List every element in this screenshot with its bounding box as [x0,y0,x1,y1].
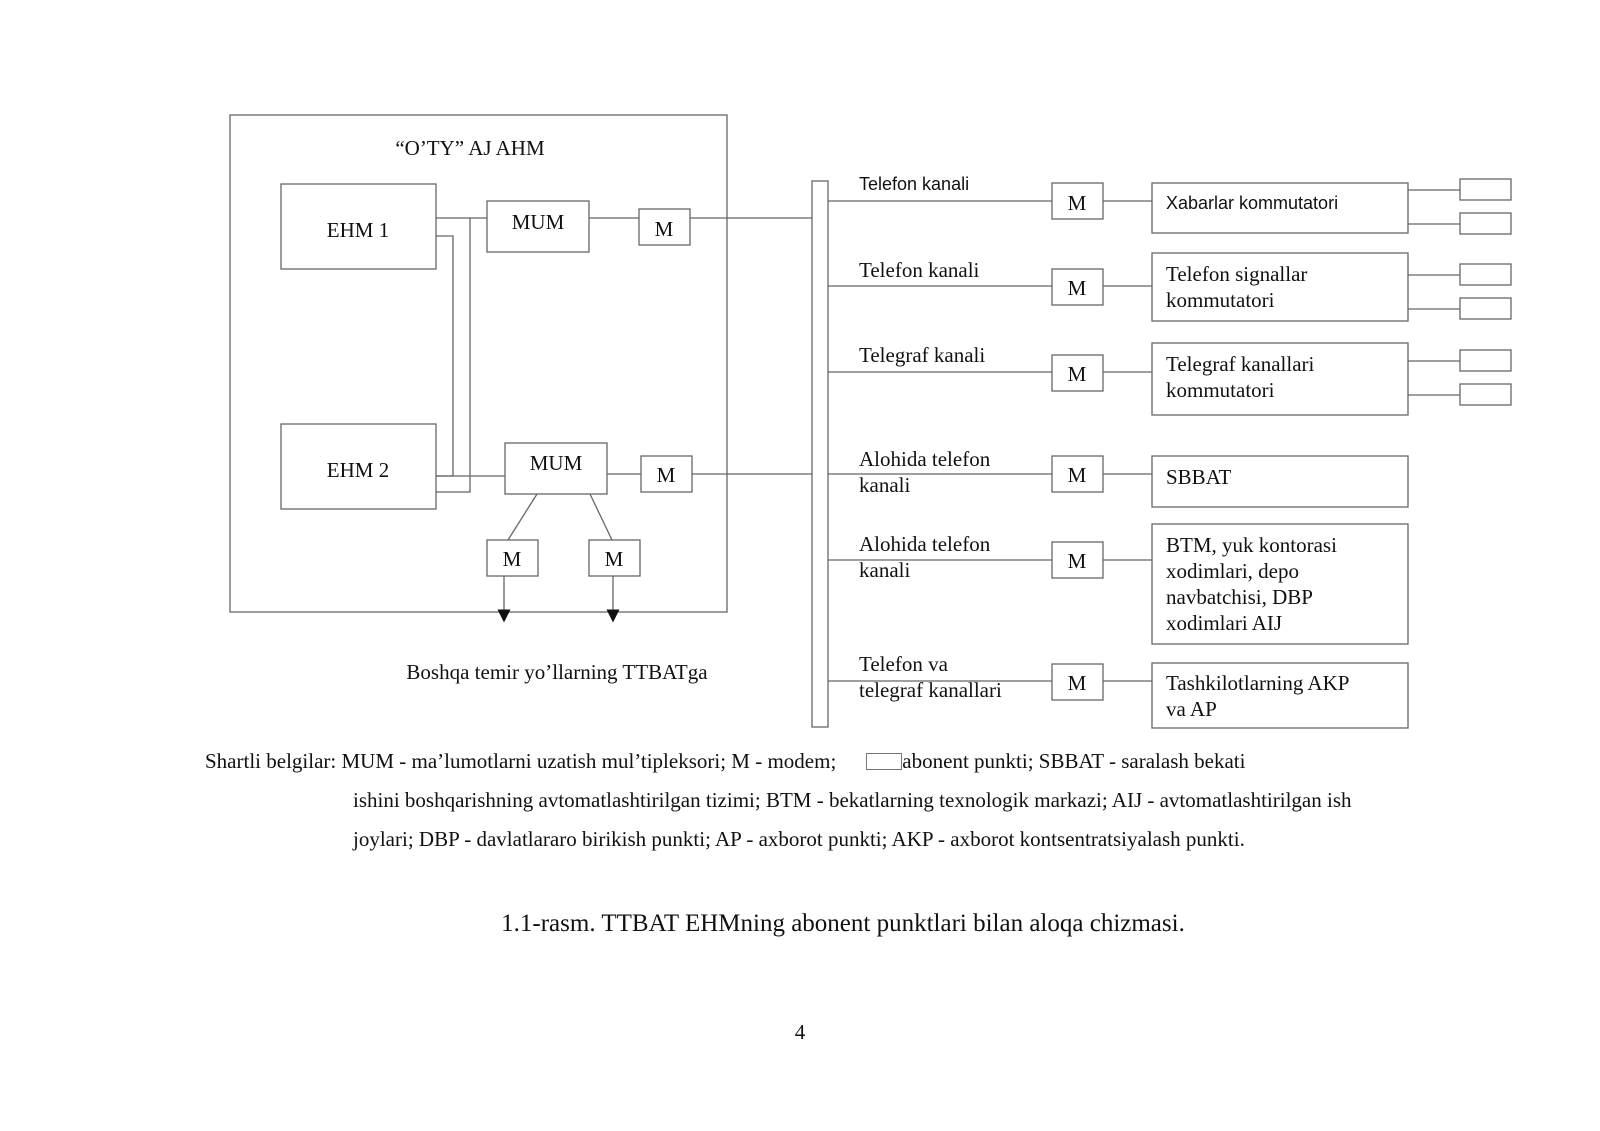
channel-row-4: Alohida telefon kanali M SBBAT [828,447,1409,508]
figure-caption-wrapper: 1.1-rasm. TTBAT EHMning abonent punktlar… [0,910,1600,938]
channel-label: kanali [859,558,910,582]
legend-line1-a: MUM - ma’lumotlarni uzatish mul’tiplekso… [341,749,837,773]
modem-label: M [1068,671,1087,695]
abonent-point-symbol [866,753,903,770]
other-railways-caption: Boshqa temir yo’llarning TTBATga [406,660,708,684]
target-label: SBBAT [1166,465,1232,489]
modem-label: M [657,463,676,487]
channel-label: Telegraf kanali [859,343,985,367]
modem-label: M [655,217,674,241]
modem-bottom-right: M [588,539,641,577]
modem-label: M [1068,276,1087,300]
target-label: kommutatori [1166,378,1275,402]
abonent-point [1459,297,1512,320]
mum-top-label: MUM [512,210,565,234]
ehm1-box: EHM 1 [280,183,437,270]
modem-label: M [1068,191,1087,215]
channel-row-6: Telefon va telegraf kanallari M Tashkilo… [828,652,1409,729]
legend-line3: joylari; DBP - davlatlararo birikish pun… [353,827,1245,851]
mum-bottom-box: MUM [504,442,608,495]
target-label: xodimlari AIJ [1166,611,1282,635]
channel-row-3: Telegraf kanali M Telegraf kanallari kom… [828,342,1512,416]
mum-to-modem-left-line [507,493,538,541]
modem-label: M [1068,549,1087,573]
mum-bottom-label: MUM [530,451,583,475]
abonent-point [1459,263,1512,286]
legend: Shartli belgilar: MUM - ma’lumotlarni uz… [205,742,1245,781]
figure-caption: 1.1-rasm. TTBAT EHMning abonent punktlar… [501,910,1185,937]
legend-prefix: Shartli belgilar: [205,749,337,773]
target-label: Xabarlar kommutatori [1166,193,1338,213]
target-label: navbatchisi, DBP [1166,585,1313,609]
modem-top: M [638,208,691,246]
modem-bottom-left: M [486,539,539,577]
target-label: BTM, yuk kontorasi [1166,533,1337,557]
page-number: 4 [794,1020,806,1044]
target-label: xodimlari, depo [1166,559,1299,583]
channel-row-5: Alohida telefon kanali M BTM, yuk kontor… [828,523,1409,645]
channel-label: kanali [859,473,910,497]
target-label: kommutatori [1166,288,1275,312]
modem-label: M [605,547,624,571]
ehm1-label: EHM 1 [327,218,389,242]
channel-label: telegraf kanallari [859,678,1002,702]
channel-label: Telefon kanali [859,258,980,282]
modem-label: M [1068,463,1087,487]
ehm2-box: EHM 2 [280,423,437,510]
modem-label: M [1068,362,1087,386]
mum-to-modem-right-line [589,493,613,541]
channel-bus [811,180,829,728]
mum-top-ehm2-link-line [436,218,471,493]
legend-line2: ishini boshqarishning avtomatlashtirilga… [353,788,1352,812]
abonent-point [1459,212,1512,235]
target-label: Tashkilotlarning AKP [1166,671,1349,695]
modem-label: M [503,547,522,571]
target-label: va AP [1166,697,1217,721]
target-label: Telegraf kanallari [1166,352,1315,376]
channel-label: Alohida telefon [859,447,991,471]
modem-middle: M [640,455,693,493]
ehm2-label: EHM 2 [327,458,389,482]
channel-label: Telefon kanali [859,174,969,194]
abonent-point [1459,383,1512,406]
channel-label: Telefon va [859,652,949,676]
mum-top-box: MUM [486,200,590,253]
target-label: Telefon signallar [1166,262,1307,286]
channel-row-1: Telefon kanali M Xabarlar kommutatori [828,174,1512,235]
channel-row-2: Telefon kanali M Telefon signallar kommu… [828,252,1512,322]
abonent-point [1459,349,1512,372]
channel-label: Alohida telefon [859,532,991,556]
legend-line1-b: abonent punkti; SBBAT - saralash bekati [902,749,1246,773]
abonent-point [1459,178,1512,201]
main-block-title: “O’TY” AJ AHM [395,136,545,160]
